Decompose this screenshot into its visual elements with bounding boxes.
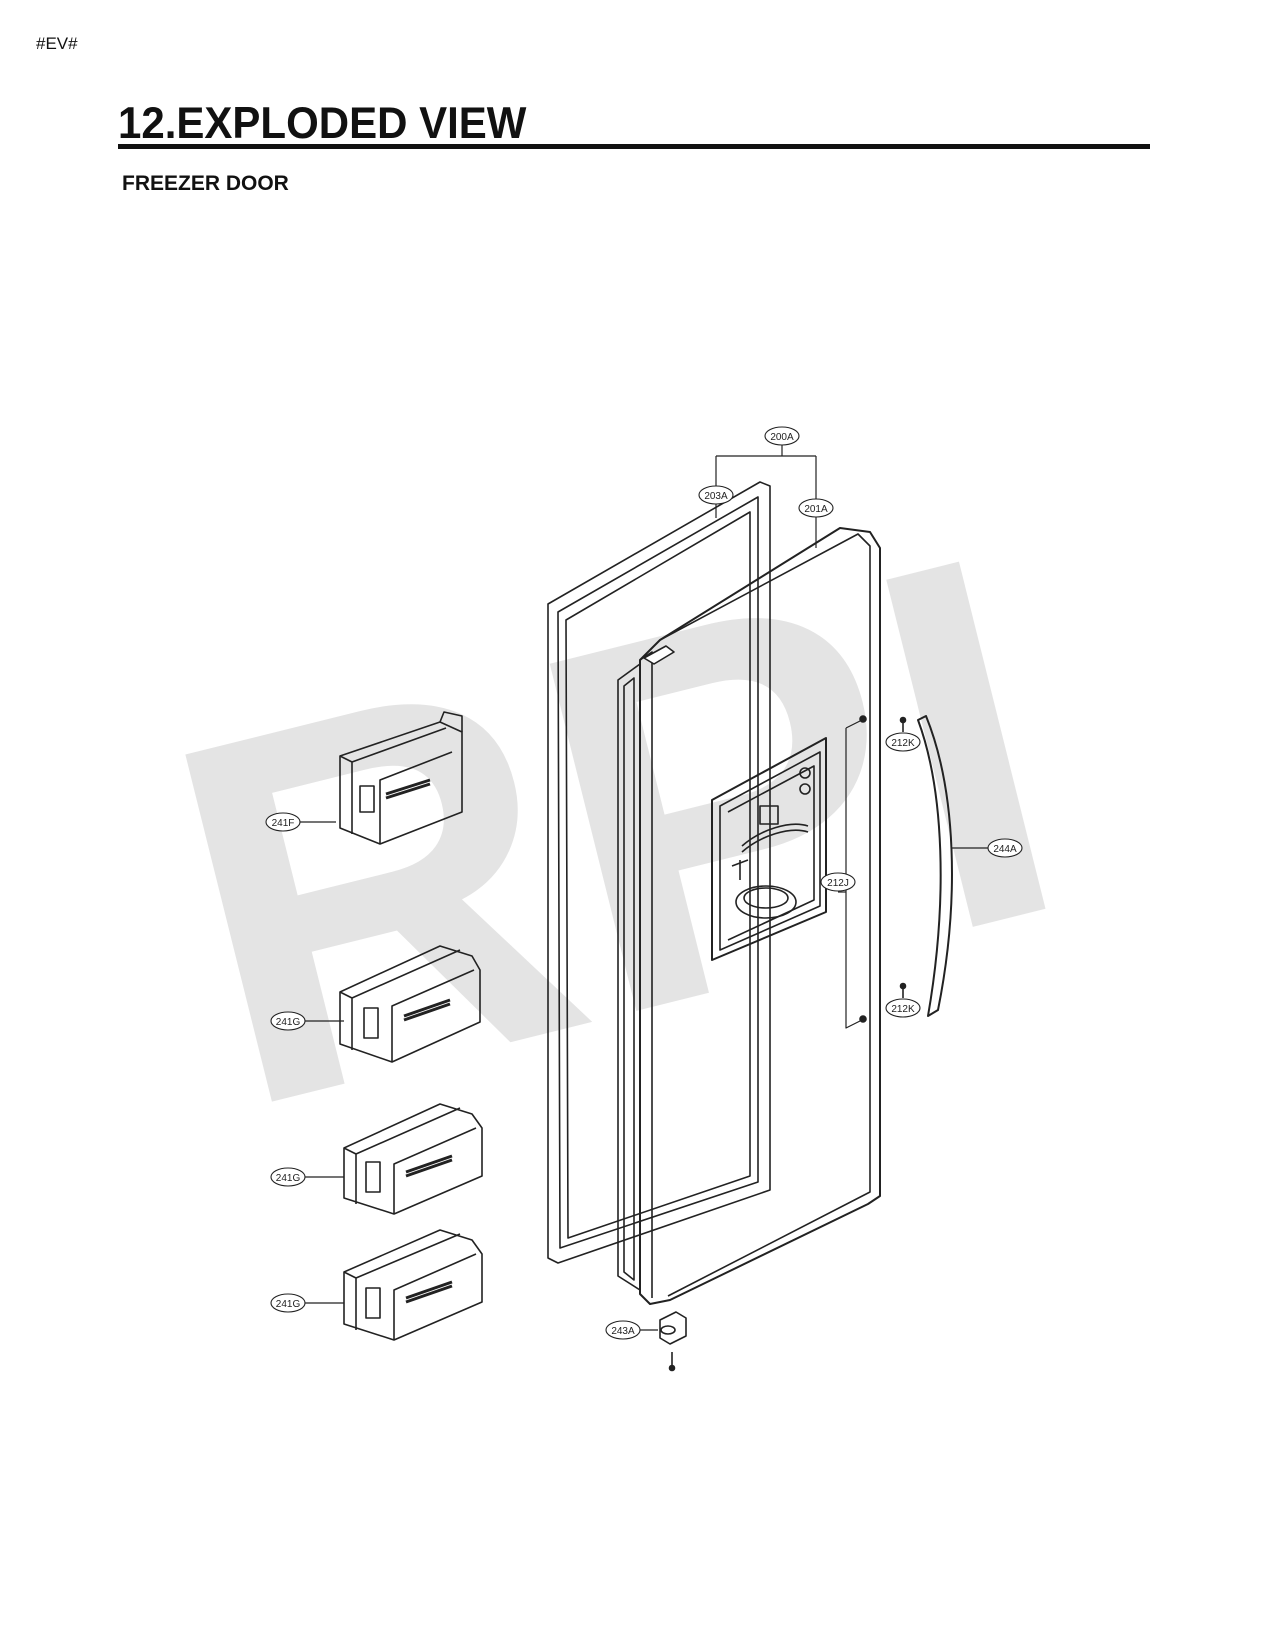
callout-241g-1: 241G [270, 1011, 306, 1031]
svg-text:241G: 241G [276, 1173, 301, 1184]
callout-212j: 212J [820, 872, 856, 892]
page-title: 12.EXPLODED VIEW [118, 98, 527, 148]
handle-bracket-212j [845, 715, 867, 1029]
bottom-hinge [659, 1311, 687, 1372]
svg-text:212K: 212K [891, 738, 915, 749]
section-subtitle: FREEZER DOOR [122, 172, 289, 195]
door-gasket [547, 481, 771, 1264]
callout-241g-3: 241G [270, 1293, 306, 1313]
callout-201a: 201A [798, 498, 834, 518]
title-rule [118, 144, 1150, 149]
svg-text:212J: 212J [827, 878, 849, 889]
svg-text:203A: 203A [704, 491, 728, 502]
svg-text:244A: 244A [993, 844, 1017, 855]
callout-243a: 243A [605, 1320, 641, 1340]
callout-241f: 241F [265, 812, 301, 832]
callout-212k-bottom: 212K [885, 998, 921, 1018]
svg-text:241G: 241G [276, 1299, 301, 1310]
door-bin-241g-1 [339, 945, 481, 1063]
door-panel [639, 527, 881, 1305]
svg-text:212K: 212K [891, 1004, 915, 1015]
svg-text:200A: 200A [770, 432, 794, 443]
screw-212k-bottom [899, 982, 907, 998]
svg-text:243A: 243A [611, 1326, 635, 1337]
svg-text:201A: 201A [804, 504, 828, 515]
callout-212k-top: 212K [885, 732, 921, 752]
leader-lines [300, 444, 988, 1331]
watermark: RPI [124, 444, 1106, 1217]
door-bin-241g-3 [343, 1229, 483, 1341]
callout-203a: 203A [698, 485, 734, 505]
screw-212k-top [899, 716, 907, 732]
svg-text:241F: 241F [272, 818, 295, 829]
door-handle [917, 715, 953, 1017]
door-bin-241g-2 [343, 1103, 483, 1215]
dispenser-housing [711, 737, 827, 961]
callout-241g-2: 241G [270, 1167, 306, 1187]
document-tag: #EV# [36, 34, 78, 53]
door-bin-241f [339, 711, 463, 845]
callout-200a: 200A [764, 426, 800, 446]
svg-text:241G: 241G [276, 1017, 301, 1028]
callout-244a: 244A [987, 838, 1023, 858]
